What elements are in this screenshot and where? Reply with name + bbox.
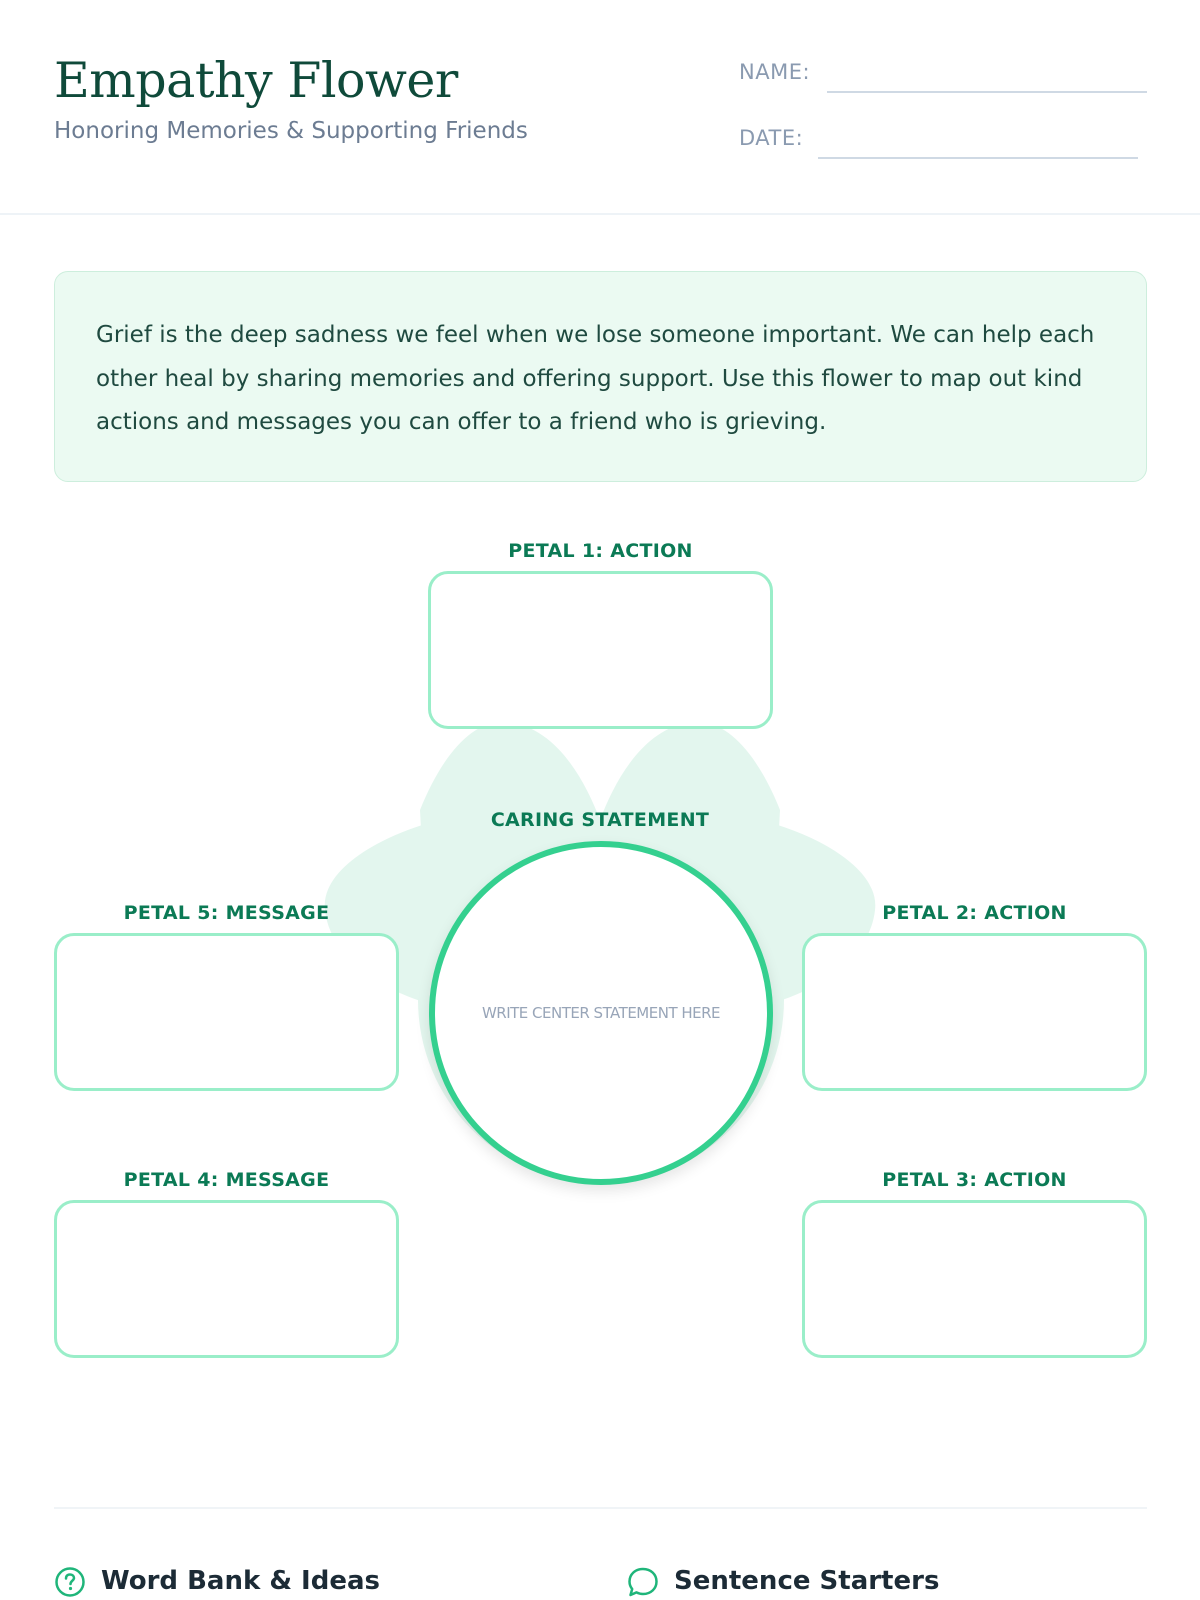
intro-text: Grief is the deep sadness we feel when w… — [96, 322, 1095, 435]
petal-4-label: PETAL 4: MESSAGE — [123, 1169, 330, 1191]
name-field[interactable] — [827, 91, 1147, 93]
petal-3-label: PETAL 3: ACTION — [882, 1169, 1067, 1191]
petal-2-label: PETAL 2: ACTION — [882, 902, 1067, 924]
center-placeholder: WRITE CENTER STATEMENT HERE — [481, 1004, 721, 1022]
speech-bubble-icon — [627, 1566, 659, 1600]
date-field[interactable] — [818, 157, 1138, 159]
petal-5-label: PETAL 5: MESSAGE — [123, 902, 330, 924]
question-circle-icon — [54, 1566, 86, 1600]
center-label: CARING STATEMENT — [490, 809, 710, 831]
page-title: Empathy Flower — [54, 52, 458, 109]
page-subtitle: Honoring Memories & Supporting Friends — [54, 118, 528, 144]
intro-box: Grief is the deep sadness we feel when w… — [54, 271, 1147, 482]
petal-2-box[interactable] — [802, 933, 1147, 1091]
word-bank-title: Word Bank & Ideas — [101, 1566, 380, 1596]
petal-3-box[interactable] — [802, 1200, 1147, 1358]
sentence-starters-title: Sentence Starters — [674, 1566, 940, 1596]
date-label: DATE: — [739, 126, 804, 150]
footer-divider — [54, 1507, 1147, 1509]
petal-4-box[interactable] — [54, 1200, 399, 1358]
center-statement-circle[interactable]: WRITE CENTER STATEMENT HERE — [429, 841, 773, 1185]
petal-1-label: PETAL 1: ACTION — [508, 540, 693, 562]
petal-1-box[interactable] — [428, 571, 773, 729]
petal-5-box[interactable] — [54, 933, 399, 1091]
name-label: NAME: — [739, 60, 811, 84]
header-divider — [0, 213, 1200, 215]
